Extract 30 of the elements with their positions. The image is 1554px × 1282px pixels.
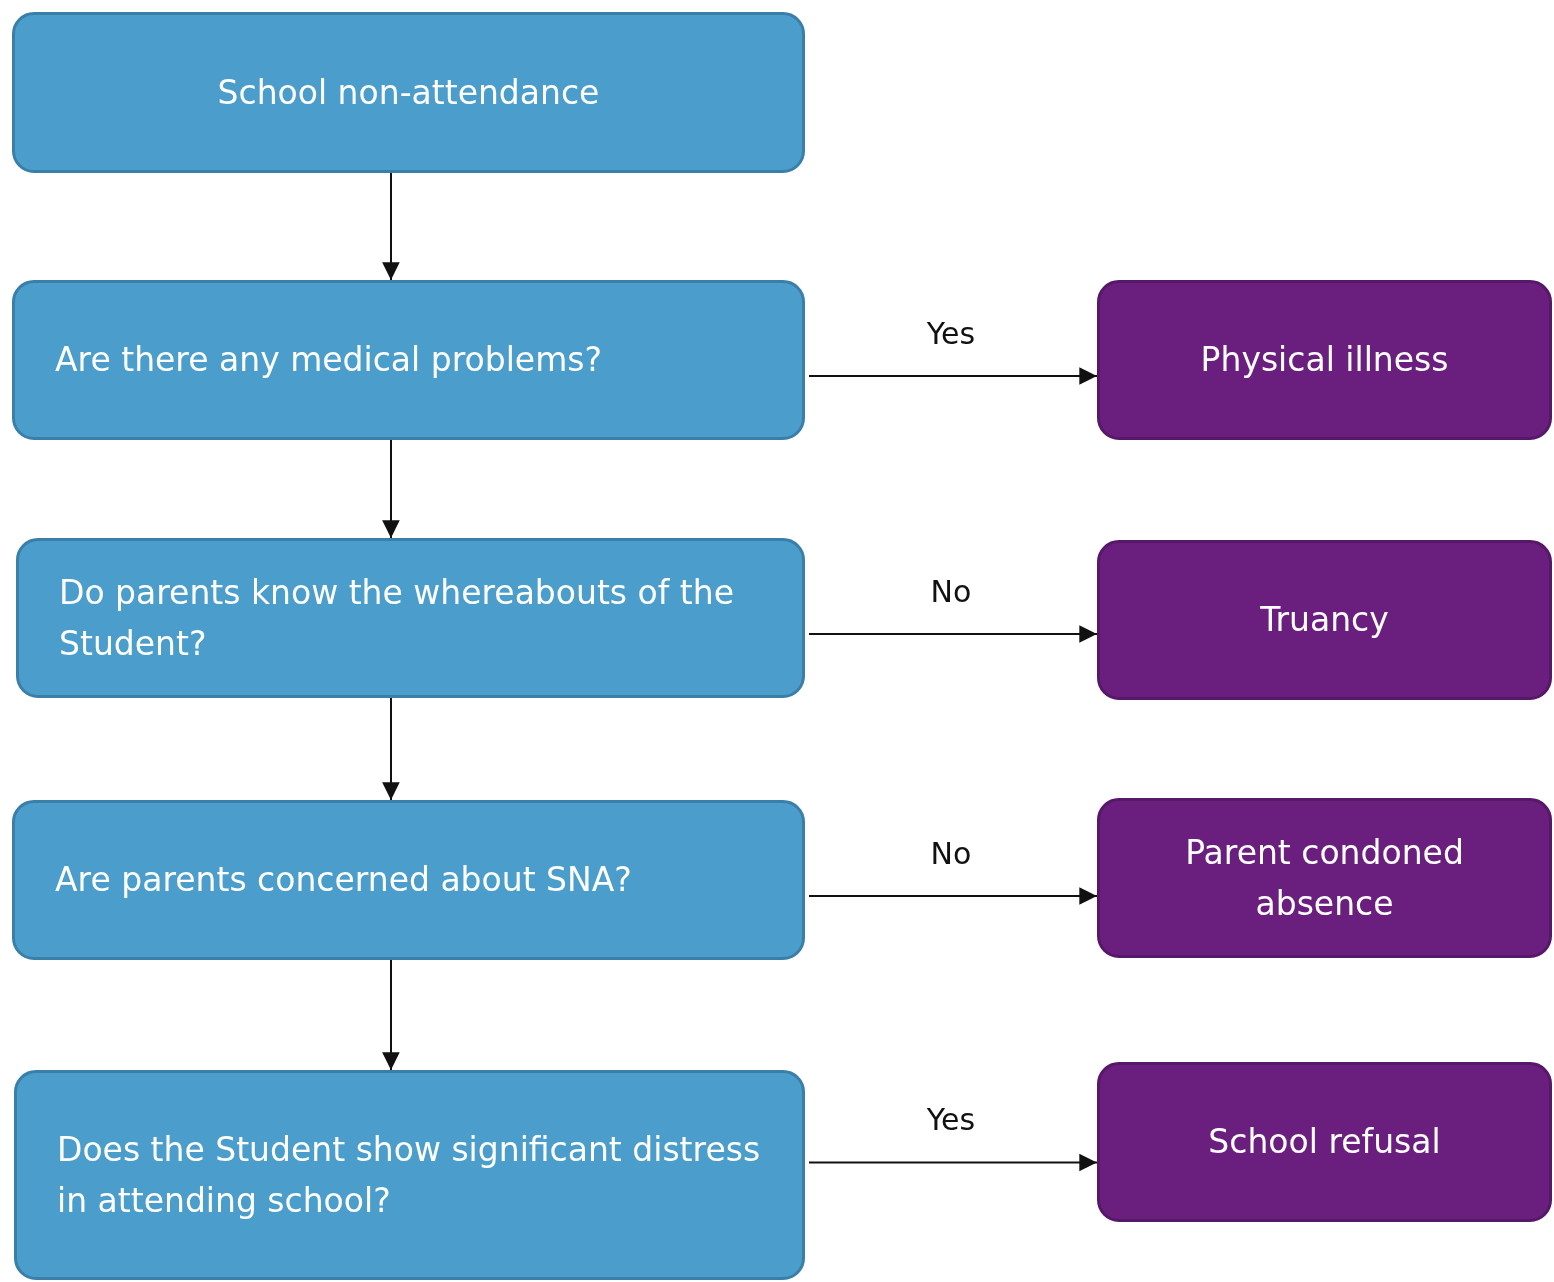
arrow <box>382 439 400 539</box>
outcome-box <box>1097 1062 1552 1222</box>
question-box <box>16 538 805 698</box>
box-text: Parent condoned absence <box>1184 831 1465 925</box>
question-box <box>12 12 805 173</box>
box-text: School refusal <box>1208 1121 1441 1164</box>
arrow <box>808 1153 1098 1172</box>
box-text: Physical illness <box>1200 339 1449 382</box>
arrow <box>382 697 400 801</box>
box-text: Truancy <box>1260 599 1389 642</box>
box-text: Are there any medical problems? <box>55 339 602 382</box>
edge-label: No <box>930 574 972 609</box>
question-box <box>14 1070 805 1280</box>
box-text: School non-attendance <box>217 71 600 114</box>
edge-label: Yes <box>926 316 976 351</box>
arrow <box>808 625 1098 643</box>
outcome-box <box>1097 280 1552 440</box>
edge-label: Yes <box>926 1102 976 1138</box>
arrow <box>382 172 400 281</box>
question-box <box>12 800 805 960</box>
arrow <box>382 959 400 1071</box>
box-text: Are parents concerned about SNA? <box>55 859 632 902</box>
box-text: Does the Student show significant distress in attending school? <box>57 1128 762 1222</box>
question-box <box>12 280 805 440</box>
edge-label: No <box>930 836 972 871</box>
arrow <box>808 887 1098 905</box>
outcome-box <box>1097 798 1552 958</box>
arrow <box>808 367 1098 385</box>
outcome-box <box>1097 540 1552 700</box>
box-text: Do parents know the whereabouts of the Student? <box>59 571 735 665</box>
